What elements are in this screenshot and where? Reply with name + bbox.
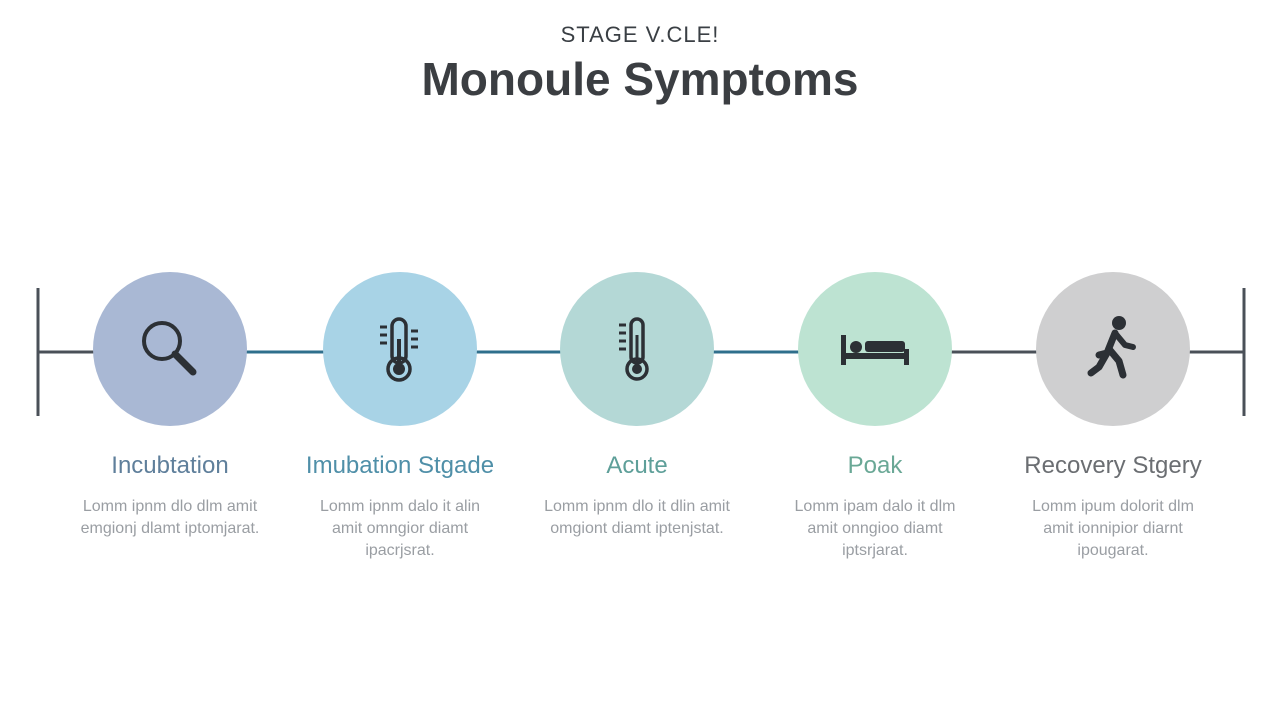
stage-label: Recovery Stgery — [1024, 452, 1202, 479]
stage-circle — [93, 272, 247, 426]
stage-description: Lomm ipam dalo it dlm amit onngioo diamt… — [794, 498, 956, 559]
stage-label: Acute — [606, 452, 668, 479]
stage-circle — [323, 272, 477, 426]
stage-incubation-stage: Imubation Stgade Lomm ipnm dalo it alin … — [280, 272, 520, 562]
stage-circle — [1036, 272, 1190, 426]
stage-incubation: Incubtation Lomm ipnm dlo dlm amit emgio… — [50, 272, 290, 540]
stage-peak: Poak Lomm ipam dalo it dlm amit onngioo … — [755, 272, 995, 562]
stage-description: Lomm ipnm dalo it alin amit omngior diam… — [319, 498, 481, 559]
stage-label: Poak — [847, 452, 903, 479]
stage-recovery: Recovery Stgery Lomm ipum dolorit dlm am… — [993, 272, 1233, 562]
page-title: Monoule Symptoms — [421, 53, 859, 105]
stage-description: Lomm ipnm dlo it dlin amit omgiont diamt… — [544, 498, 730, 537]
thermometer-icon — [380, 317, 418, 382]
magnifier-icon — [142, 321, 197, 376]
stage-circle — [798, 272, 952, 426]
stage-label: Incubtation — [111, 452, 229, 479]
stage-circle — [560, 272, 714, 426]
bed-icon — [841, 335, 909, 365]
stage-description: Lomm ipum dolorit dlm amit ionnipior dia… — [1032, 498, 1194, 559]
eyebrow-heading: STAGE V.CLE! — [560, 22, 720, 47]
stage-description: Lomm ipnm dlo dlm amit emgionj dlamt ipt… — [80, 498, 260, 537]
stage-acute: Acute Lomm ipnm dlo it dlin amit omgiont… — [517, 272, 757, 540]
walking-person-icon — [1087, 316, 1136, 379]
stage-label: Imubation Stgade — [305, 452, 495, 479]
thermometer-icon — [619, 317, 649, 381]
